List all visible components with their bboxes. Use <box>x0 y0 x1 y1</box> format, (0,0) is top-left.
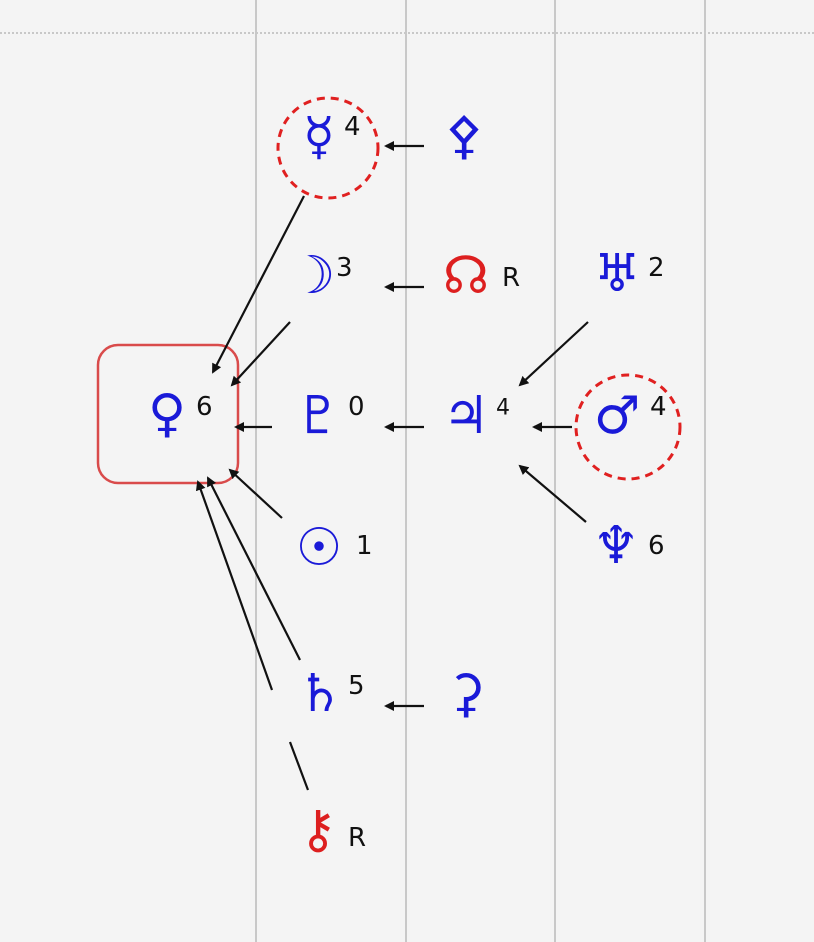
mars-dashed-circle <box>574 373 682 481</box>
node-uranus: ♅ 2 <box>594 244 665 304</box>
pluto-label: 0 <box>348 392 365 422</box>
arrow-saturn-venus <box>207 476 301 661</box>
chiron-symbol: ⚷ <box>299 800 337 860</box>
venus-symbol: ♀ <box>148 384 186 444</box>
final-dispositor-box <box>96 343 240 485</box>
moon-label: 3 <box>336 253 353 283</box>
node-chiron: ⚷ R <box>299 800 366 860</box>
chiron-label: R <box>348 823 366 853</box>
node-neptune: ♆ 6 <box>593 516 665 576</box>
mercury-label: 4 <box>344 112 361 142</box>
mercury-symbol: ☿ <box>303 107 335 167</box>
node-saturn: ♄ 5 <box>297 664 365 724</box>
node-sun: ☉ 1 <box>296 518 373 578</box>
venus-label: 6 <box>196 392 213 422</box>
arrow-sun-venus <box>228 468 283 519</box>
arrow-mercury-venus <box>212 195 305 374</box>
node-venus: ♀ 6 <box>148 384 213 444</box>
saturn-label: 5 <box>348 671 365 701</box>
node-north-node: ☊ R <box>443 246 520 306</box>
saturn-symbol: ♄ <box>297 664 344 724</box>
node-moon: ☽ 3 <box>289 246 353 306</box>
arrow-neptune-jupiter <box>518 464 587 523</box>
pluto-symbol: ♇ <box>295 386 342 446</box>
sun-label: 1 <box>356 531 373 561</box>
north-node-symbol: ☊ <box>443 246 489 306</box>
node-pluto: ♇ 0 <box>295 386 365 446</box>
neptune-symbol: ♆ <box>593 516 640 576</box>
arrow-uranus-jupiter <box>518 321 589 387</box>
jupiter-symbol: ♃ <box>443 386 490 446</box>
mars-label: 4 <box>650 392 667 422</box>
mercury-dashed-circle <box>276 96 380 200</box>
jupiter-label: 4 <box>496 396 510 421</box>
node-mercury: ☿ 4 <box>303 107 361 167</box>
ceres-symbol: ⚳ <box>447 664 485 724</box>
north-node-label: R <box>502 263 520 293</box>
arrow-moon-venus <box>230 321 291 387</box>
node-pallas: ⚴ <box>445 106 483 166</box>
arrow-chiron-tail <box>288 741 310 791</box>
moon-symbol: ☽ <box>289 246 336 306</box>
sun-symbol: ☉ <box>296 518 343 578</box>
uranus-label: 2 <box>648 253 665 283</box>
arrows <box>195 141 589 791</box>
pallas-symbol: ⚴ <box>445 106 483 166</box>
neptune-label: 6 <box>648 531 665 561</box>
node-ceres: ⚳ <box>447 664 485 724</box>
node-mars: ♂ 4 <box>594 386 667 446</box>
arrow-chiron-venus <box>195 480 274 691</box>
uranus-symbol: ♅ <box>594 244 641 304</box>
node-jupiter: ♃ 4 <box>443 386 510 446</box>
mars-symbol: ♂ <box>594 386 641 446</box>
